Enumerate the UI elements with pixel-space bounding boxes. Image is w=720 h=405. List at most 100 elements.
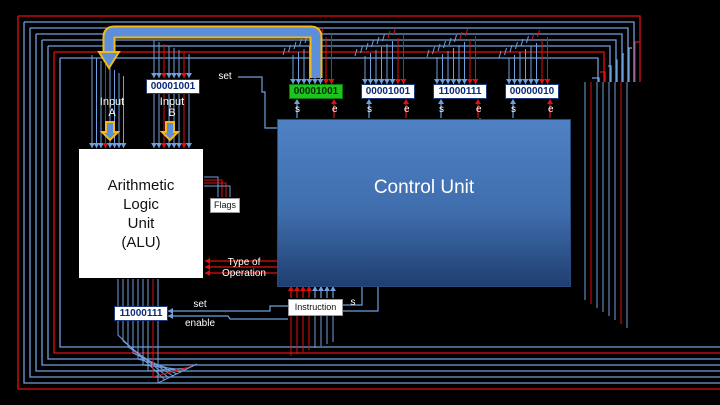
register-3: 11000111 xyxy=(433,84,487,99)
register-input-wire xyxy=(354,48,358,57)
output-register: 11000111 xyxy=(114,306,168,321)
input-b-arrow xyxy=(166,143,172,148)
input-b-arrow xyxy=(156,143,162,148)
flags-wire xyxy=(204,179,223,197)
frame-bus-wire xyxy=(47,46,720,360)
instruction-arrow xyxy=(324,286,330,291)
register-input-arrow xyxy=(434,79,440,84)
register-input-arrow xyxy=(467,79,473,84)
input-a-arrow xyxy=(102,143,109,148)
register-1-enable-pin: e xyxy=(332,104,338,115)
input-b-arrow xyxy=(151,143,157,148)
operation-arrow xyxy=(205,258,210,264)
instruction-set-wire xyxy=(342,286,379,312)
register-input-arrow xyxy=(544,79,551,84)
register-input-arrow xyxy=(400,79,407,84)
register-bus-wire xyxy=(600,71,606,82)
input-b-bus-arrow xyxy=(186,73,192,78)
input-b-arrow xyxy=(176,143,182,148)
output-register-wire xyxy=(122,321,170,379)
register-input-arrow xyxy=(384,79,390,84)
register-bus-wire xyxy=(592,77,600,82)
output-register-wire xyxy=(157,321,198,384)
register-2: 00001001 xyxy=(361,84,415,99)
input-b-arrow-icon xyxy=(159,121,181,142)
output-set-wire xyxy=(166,305,288,312)
flags-box: Flags xyxy=(210,198,240,213)
input-a-label: Input A xyxy=(99,96,125,119)
register-input-arrow xyxy=(461,79,468,84)
set-label-bottom: set xyxy=(193,299,207,310)
register-input-wire xyxy=(443,40,446,49)
register-input-wire xyxy=(432,46,435,55)
register-input-arrow xyxy=(450,79,457,84)
register-input-arrow xyxy=(389,79,396,84)
register-input-arrow xyxy=(317,79,324,84)
register-input-arrow xyxy=(295,79,302,84)
instruction-set-pin: s xyxy=(350,297,356,308)
flags-wire xyxy=(204,182,227,197)
register-input-arrow xyxy=(301,79,307,84)
data-bus-arrowhead xyxy=(97,51,121,70)
instruction-set-wire xyxy=(342,286,363,306)
register-1-set-pin: s xyxy=(295,104,300,115)
input-a-arrow xyxy=(93,143,100,148)
register-input-wire xyxy=(360,45,363,54)
output-enable-arrow xyxy=(168,313,173,319)
input-a-arrow xyxy=(120,143,127,148)
operation-arrow xyxy=(205,270,210,276)
register-4-enable-pin: e xyxy=(548,104,554,115)
input-b-bus-arrow xyxy=(151,73,157,78)
input-a-arrow xyxy=(89,143,95,148)
instruction-arrow xyxy=(312,286,318,291)
alu-block: Arithmetic Logic Unit (ALU) xyxy=(79,149,203,278)
input-a-arrow xyxy=(98,143,104,148)
register-input-wire xyxy=(282,47,286,56)
instruction-arrow xyxy=(318,286,324,291)
register-input-arrow xyxy=(439,79,446,84)
output-enable-wire xyxy=(166,315,288,320)
data-bus-arrow xyxy=(104,27,321,78)
register-input-wire xyxy=(531,32,535,41)
top-bus-wire xyxy=(54,51,605,82)
input-b-arrow xyxy=(186,143,192,148)
instruction-arrow xyxy=(300,286,306,291)
input-b-arrow xyxy=(181,143,187,148)
register-input-arrow xyxy=(456,79,462,84)
top-bus-wire xyxy=(42,39,617,82)
register-input-wire xyxy=(520,38,524,47)
input-b-bus-arrow xyxy=(161,73,167,78)
register-input-wire xyxy=(376,36,380,45)
input-a-arrow xyxy=(111,143,118,148)
top-bus-wire xyxy=(18,15,641,82)
register-set-arrow xyxy=(294,99,300,104)
register-3-set-pin: s xyxy=(439,104,444,115)
type-of-operation-label: Type of Operation xyxy=(222,257,266,279)
register-input-wire xyxy=(454,34,457,43)
register-input-arrow xyxy=(533,79,540,84)
register-input-wire xyxy=(393,27,396,36)
register-enable-arrow xyxy=(331,99,337,104)
input-b-bus-arrow xyxy=(176,73,182,78)
register-input-arrow xyxy=(517,79,523,84)
input-b-bus-arrow xyxy=(181,73,187,78)
output-register-wire xyxy=(142,321,186,371)
output-set-arrow xyxy=(168,308,173,314)
register-input-arrow xyxy=(528,79,534,84)
input-b-bus-arrow xyxy=(156,73,162,78)
instruction-register: Instruction xyxy=(288,299,343,316)
register-set-arrow xyxy=(438,99,444,104)
register-input-wire xyxy=(293,41,297,50)
register-input-arrow xyxy=(306,79,313,84)
register-input-arrow xyxy=(323,79,329,84)
register-2-enable-pin: e xyxy=(404,104,410,115)
frame-bus-wire xyxy=(35,34,720,372)
register-input-wire xyxy=(465,28,468,37)
flags-wire xyxy=(204,185,231,197)
register-enable-arrow xyxy=(475,99,481,104)
input-b-label: Input B xyxy=(159,96,185,119)
output-register-wire xyxy=(147,321,190,372)
register-bus-wire xyxy=(634,41,640,82)
input-a-arrow-icon xyxy=(99,121,121,142)
control-unit-block: Control Unit xyxy=(277,119,571,287)
